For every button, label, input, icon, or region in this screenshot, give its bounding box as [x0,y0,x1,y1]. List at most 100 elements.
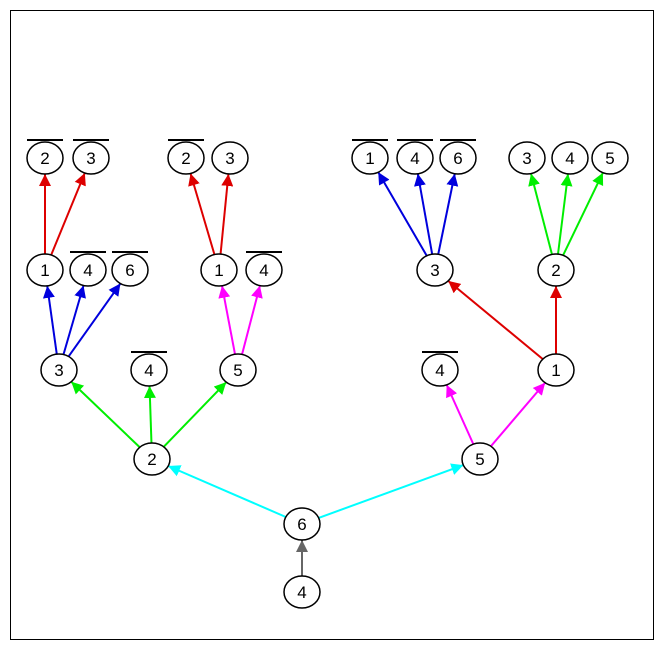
node-ellipse [537,353,575,387]
node-n5c: 5 [591,141,629,175]
node-label: 1 [214,261,223,280]
node-n2barB: 2 [167,139,205,175]
node-ellipse [40,353,78,387]
node-label: 1 [365,149,374,168]
node-ellipse [26,253,64,287]
node-label: 3 [225,149,234,168]
edge-n3L-to-n4barC [62,285,86,355]
node-ellipse [508,141,546,175]
node-ellipse [396,141,434,175]
node-ellipse [167,141,205,175]
edge-n5L-to-n1b [218,285,236,355]
node-label: 6 [125,261,134,280]
node-n3R: 3 [416,253,454,287]
node-n6barB: 6 [439,139,477,175]
edge-n6-to-n2 [167,465,287,518]
node-label: 4 [435,361,444,380]
node-n3c: 3 [508,141,546,175]
node-ellipse [111,253,149,287]
node-label: 4 [410,149,419,168]
node-ellipse [211,141,249,175]
node-ellipse [351,141,389,175]
node-label: 2 [551,261,560,280]
edge-n3R-to-n4barE [414,173,434,255]
node-ellipse [461,442,499,476]
node-ellipse [200,253,238,287]
node-n5r: 5 [461,442,499,476]
node-n3b: 3 [211,141,249,175]
node-n1bar: 1 [351,139,389,175]
node-label: 3 [86,149,95,168]
node-label: 4 [259,261,268,280]
diagram-frame [10,10,654,640]
node-n4barE: 4 [396,139,434,175]
node-ellipse [537,253,575,287]
edge-n5r-to-n1R [490,382,546,447]
node-ellipse [283,507,321,541]
node-label: 2 [147,450,156,469]
node-n4barD: 4 [245,251,283,287]
node-n2R: 2 [537,253,575,287]
node-n4barC: 4 [69,251,107,287]
edge-n2R-to-n5c [562,172,604,256]
edge-n3R-to-n1bar [377,171,428,257]
node-label: 3 [522,149,531,168]
node-label: 6 [297,515,306,534]
edge-n6-to-n5r [318,463,464,519]
node-label: 2 [181,149,190,168]
node-n5L: 5 [219,353,257,387]
edge-n3L-to-n6bar [67,282,122,358]
edge-n2-to-n4barA [143,385,156,444]
node-label: 4 [297,583,306,602]
node-ellipse [219,353,257,387]
node-ellipse [130,353,168,387]
node-ellipse [591,141,629,175]
node-ellipse [26,141,64,175]
edge-n1a-to-n3barA [50,172,86,256]
node-n1R: 1 [537,353,575,387]
node-label: 5 [605,149,614,168]
node-n1a: 1 [26,253,64,287]
node-label: 1 [40,261,49,280]
node-n4c: 4 [551,141,589,175]
nodes-layer: 4 6 2 5 3 4 5 4 1 1 4 6 1 4 3 2 2 3 2 3 1 4 6 3 4 5 [26,139,629,609]
node-label: 2 [40,149,49,168]
node-ellipse [133,442,171,476]
node-ellipse [416,253,454,287]
edge-n1b-to-n3b [219,173,234,255]
node-label: 3 [430,261,439,280]
node-label: 6 [453,149,462,168]
node-n2: 2 [133,442,171,476]
node-label: 5 [233,361,242,380]
edge-n1b-to-n2barB [188,173,216,255]
node-label: 1 [551,361,560,380]
node-label: 4 [565,149,574,168]
edge-n1R-to-n3R [447,280,544,360]
node-label: 4 [144,361,153,380]
edge-n3L-to-n1a [42,285,58,355]
edge-n2-to-n5L [163,381,227,448]
edge-n2R-to-n4c [556,173,573,255]
node-ellipse [421,353,459,387]
node-label: 4 [83,261,92,280]
edge-n2R-to-n3c [528,173,553,255]
node-n2barA: 2 [26,139,64,175]
node-n4root: 4 [283,575,321,609]
node-ellipse [72,141,110,175]
node-n6bar: 6 [111,251,149,287]
node-ellipse [551,141,589,175]
node-ellipse [69,253,107,287]
node-n1b: 1 [200,253,238,287]
node-ellipse [245,253,283,287]
edge-n2-to-n3L [70,381,141,448]
node-n4barB: 4 [421,351,459,387]
edge-n5L-to-n4barD [241,285,263,355]
node-label: 3 [54,361,63,380]
node-ellipse [283,575,321,609]
edge-n3R-to-n6barB [437,173,459,255]
node-label: 5 [475,450,484,469]
node-n6: 6 [283,507,321,541]
node-n3L: 3 [40,353,78,387]
